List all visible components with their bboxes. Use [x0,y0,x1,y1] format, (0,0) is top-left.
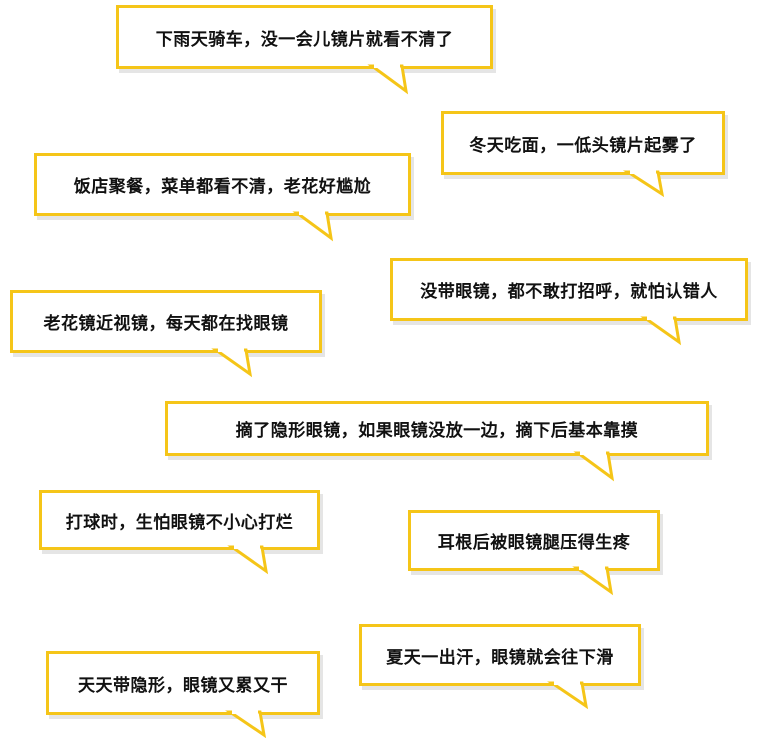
speech-bubble: 冬天吃面，一低头镜片起雾了 [441,111,725,175]
bubble-text: 天天带隐形，眼镜又累又干 [78,675,288,696]
speech-bubble-tail [367,64,409,95]
speech-bubble-tail [622,170,665,198]
speech-bubble: 天天带隐形，眼镜又累又干 [46,651,320,715]
speech-bubble-tail [573,451,615,482]
speech-bubble: 摘了隐形眼镜，如果眼镜没放一边，摘下后基本靠摸 [165,401,709,456]
speech-bubble: 饭店聚餐，菜单都看不清，老花好尴尬 [34,153,411,216]
speech-bubble-tail [640,316,682,346]
speech-bubble-tail [227,545,269,575]
speech-bubble: 耳根后被眼镜腿压得生疼 [408,510,660,571]
speech-bubble: 打球时，生怕眼镜不小心打烂 [39,490,320,550]
speech-bubble-tail [572,566,614,596]
bubble-text: 夏天一出汗，眼镜就会往下滑 [386,647,614,668]
speech-bubble-tail [547,681,589,710]
bubble-text: 打球时，生怕眼镜不小心打烂 [65,512,294,533]
speech-bubble: 老花镜近视镜，每天都在找眼镜 [10,290,322,353]
bubble-text: 冬天吃面，一低头镜片起雾了 [469,135,697,156]
speech-bubble: 没带眼镜，都不敢打招呼，就怕认错人 [390,258,748,321]
speech-bubble-tail [225,710,267,738]
bubble-text: 饭店聚餐，菜单都看不清，老花好尴尬 [73,177,372,197]
speech-bubble: 下雨天骑车，没一会儿镜片就看不清了 [116,5,493,69]
speech-bubble-tail [292,211,334,242]
bubble-text: 没带眼镜，都不敢打招呼，就怕认错人 [420,282,718,302]
bubble-text: 摘了隐形眼镜，如果眼镜没放一边，摘下后基本靠摸 [235,421,639,441]
bubble-text: 老花镜近视镜，每天都在找眼镜 [43,314,289,334]
speech-bubble: 夏天一出汗，眼镜就会往下滑 [359,624,641,686]
bubble-text: 下雨天骑车，没一会儿镜片就看不清了 [155,29,454,50]
bubble-text: 耳根后被眼镜腿压得生疼 [437,533,631,553]
speech-bubble-tail [211,348,253,378]
